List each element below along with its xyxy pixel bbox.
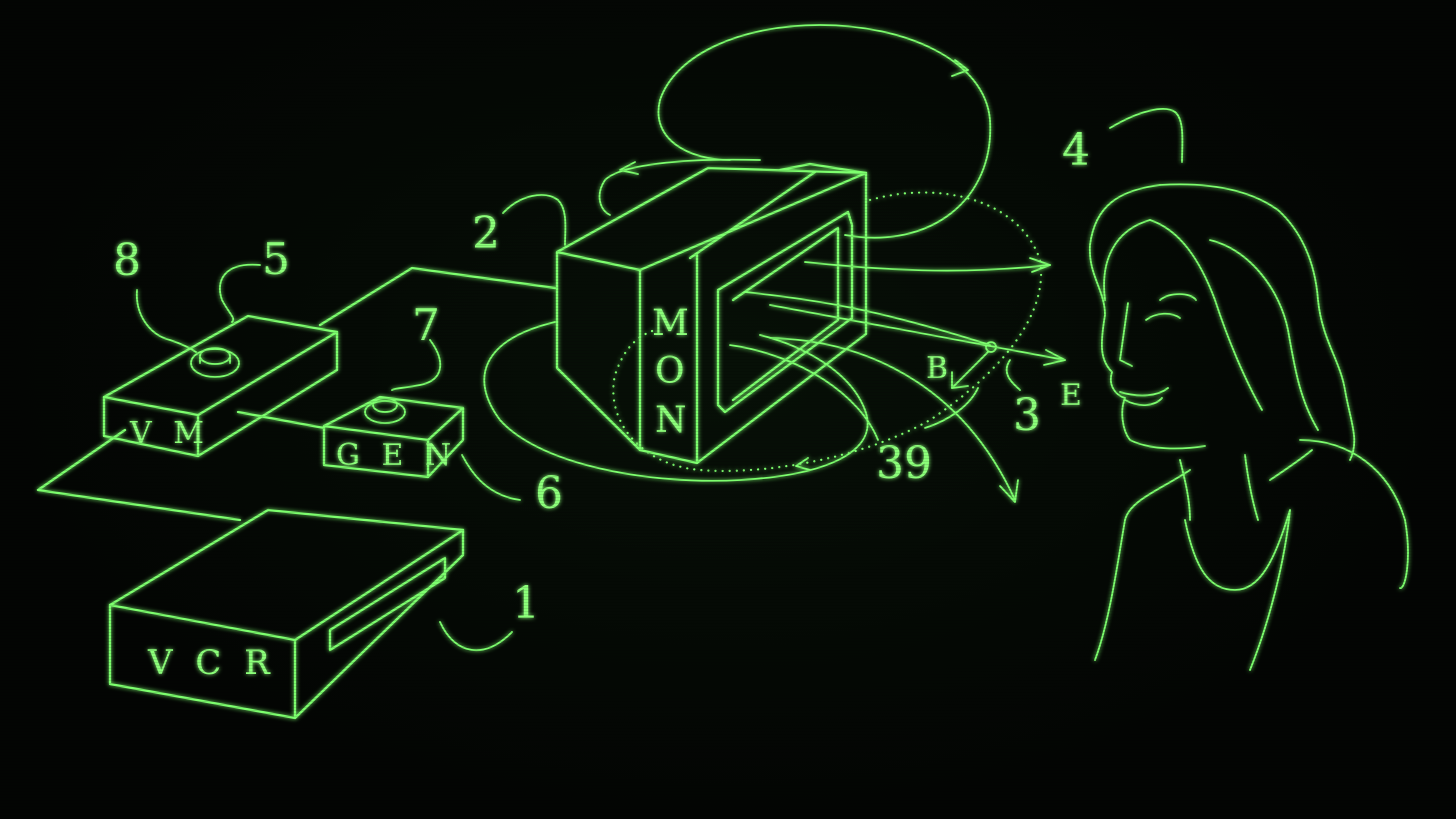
callout-2: 2 — [472, 208, 500, 259]
callout-5: 5 — [262, 234, 290, 285]
callout-1: 1 — [512, 578, 540, 629]
callout-8: 8 — [113, 235, 141, 286]
gen-device: G E N — [322, 395, 465, 479]
callout-6: 6 — [535, 468, 563, 519]
callout-7: 7 — [412, 300, 440, 351]
reference-numerals: 1 2 3 4 5 6 7 8 39 B E — [113, 125, 1090, 629]
callout-3: 3 — [1013, 390, 1041, 441]
marker-b: B — [926, 351, 954, 386]
wiring — [36, 266, 557, 522]
vcr-label: V C R — [147, 643, 276, 683]
vm-device: V M — [102, 314, 339, 458]
emission-arrows — [729, 257, 1066, 503]
mon-label-o: O — [655, 351, 685, 392]
field-loops — [483, 24, 1043, 482]
person-figure — [1089, 183, 1409, 671]
callout-4: 4 — [1062, 125, 1090, 176]
gen-label: G E N — [336, 438, 457, 473]
vm-label: V M — [129, 416, 210, 451]
leader-lines — [136, 108, 1184, 652]
mon-label-m: M — [652, 303, 689, 344]
vcr-device: V C R — [108, 508, 465, 720]
mon-label-n: N — [655, 400, 687, 441]
marker-e: E — [1060, 378, 1088, 413]
callout-39: 39 — [876, 438, 932, 489]
